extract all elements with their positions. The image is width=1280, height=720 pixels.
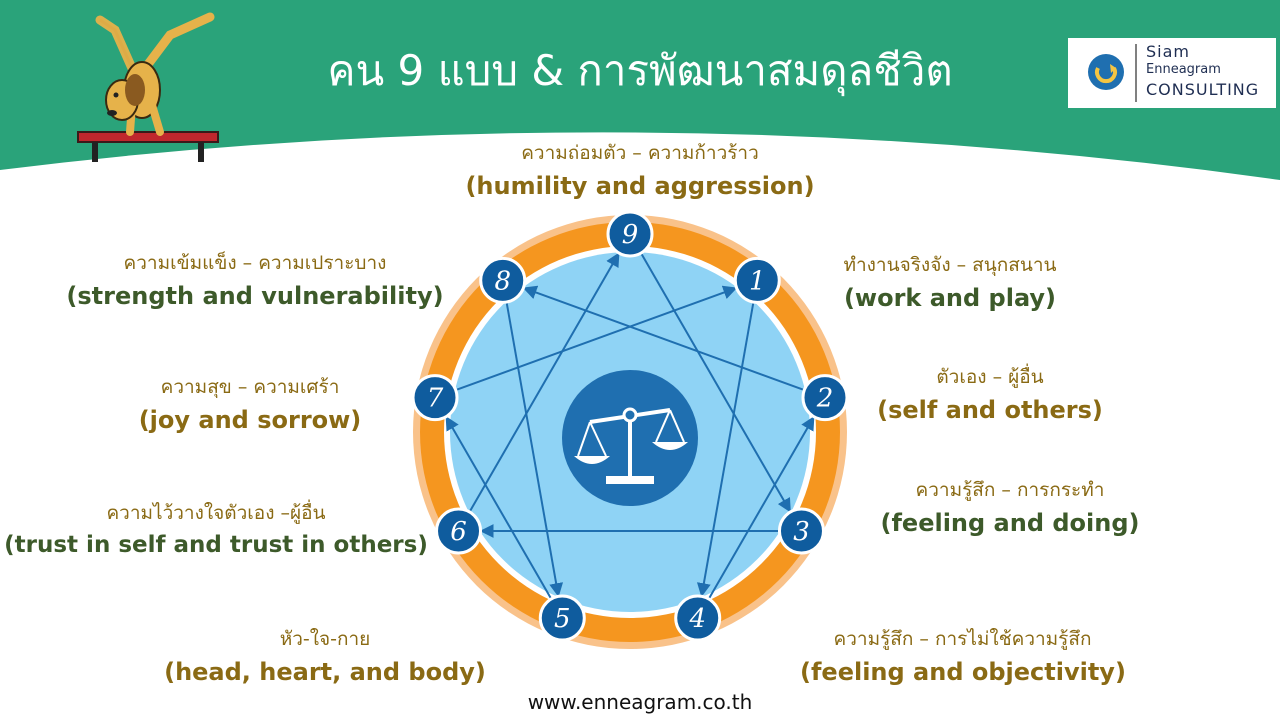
enneagram-node-number: 6 (450, 517, 467, 547)
enneagram-node-number: 7 (427, 384, 444, 414)
dog-balance-beam-illustration (77, 12, 219, 162)
header-band (0, 0, 1280, 180)
enneagram-node-2: 2 (801, 374, 849, 422)
edge-1-4 (696, 301, 755, 598)
pair-5-english: (head, heart, and body) (164, 658, 486, 686)
pair-3-label: ความรู้สึก – การกระทำ (feeling and doing… (870, 475, 1150, 537)
edge-2-8 (522, 285, 805, 392)
pair-2-english: (self and others) (877, 396, 1103, 424)
enneagram-node-6: 6 (435, 507, 483, 555)
balance-scale-icon (562, 370, 698, 506)
pair-1-label: ทำงานจริงจัง – สนุกสนาน (work and play) (800, 250, 1100, 312)
pair-4-english: (feeling and objectivity) (800, 658, 1126, 686)
pair-9-thai: ความถ่อมตัว – ความก้าวร้าว (521, 142, 759, 164)
pair-8-thai: ความเข้มแข็ง – ความเปราะบาง (123, 252, 387, 274)
edge-9-3 (640, 252, 791, 513)
enneagram-node-number: 5 (554, 604, 571, 634)
enneagram-node-number: 2 (816, 384, 834, 414)
edge-8-5 (505, 301, 564, 598)
logo-text-siam: Siam (1146, 42, 1190, 61)
edge-6-9 (468, 252, 620, 513)
pair-3-english: (feeling and doing) (880, 509, 1140, 537)
pair-8-label: ความเข้มแข็ง – ความเปราะบาง (strength an… (60, 248, 450, 310)
pair-6-thai: ความไว้วางใจตัวเอง –ผู้อื่น (106, 502, 326, 524)
siam-enneagram-logo: Siam Enneagram CONSULTING (1068, 38, 1276, 108)
enneagram-node-3: 3 (777, 507, 825, 555)
enneagram-nodes: 1 2 3 4 5 6 7 8 9 (411, 210, 849, 642)
page-title: คน 9 แบบ & การพัฒนาสมดุลชีวิต (327, 46, 953, 95)
enneagram-node-8: 8 (479, 256, 527, 304)
pair-5-label: หัว-ใจ-กาย (head, heart, and body) (160, 624, 490, 686)
pair-6-label: ความไว้วางใจตัวเอง –ผู้อื่น (trust in se… (0, 498, 432, 558)
enneagram-node-4: 4 (674, 594, 722, 642)
pair-8-english: (strength and vulnerability) (66, 282, 444, 310)
pair-3-thai: ความรู้สึก – การกระทำ (915, 479, 1105, 501)
enneagram-node-number: 9 (622, 220, 639, 250)
pair-5-thai: หัว-ใจ-กาย (279, 628, 371, 650)
enneagram-node-7: 7 (411, 374, 459, 422)
enneagram-node-1: 1 (733, 256, 781, 304)
enneagram-diagram: 1 2 3 4 5 6 7 8 9 (411, 210, 849, 649)
enneagram-node-number: 4 (688, 604, 706, 634)
pair-1-english: (work and play) (843, 284, 1057, 312)
edge-5-7 (445, 415, 553, 600)
enneagram-node-9: 9 (606, 210, 654, 258)
pair-7-label: ความสุข – ความเศร้า (joy and sorrow) (110, 372, 390, 434)
enneagram-node-5: 5 (538, 594, 586, 642)
pair-2-thai: ตัวเอง – ผู้อื่น (936, 366, 1044, 388)
pair-9-label: ความถ่อมตัว – ความก้าวร้าว (humility and… (440, 138, 840, 200)
enneagram-node-number: 3 (793, 517, 810, 547)
pair-7-thai: ความสุข – ความเศร้า (160, 376, 340, 398)
pair-4-label: ความรู้สึก – การไม่ใช้ความรู้สึก (feelin… (800, 624, 1126, 686)
edge-4-2 (707, 415, 815, 600)
website-url: www.enneagram.co.th (527, 690, 753, 714)
pair-1-thai: ทำงานจริงจัง – สนุกสนาน (843, 254, 1057, 276)
pair-4-thai: ความรู้สึก – การไม่ใช้ความรู้สึก (833, 628, 1092, 650)
pair-6-english: (trust in self and trust in others) (4, 532, 428, 558)
enneagram-node-number: 8 (494, 266, 511, 296)
logo-text-consulting: CONSULTING (1146, 80, 1260, 99)
pair-7-english: (joy and sorrow) (138, 406, 362, 434)
enneagram-lines (445, 252, 815, 600)
pair-2-label: ตัวเอง – ผู้อื่น (self and others) (860, 362, 1120, 424)
edge-7-1 (455, 285, 738, 392)
pair-9-english: (humility and aggression) (465, 172, 815, 200)
enneagram-node-number: 1 (749, 266, 766, 296)
logo-text-enneagram: Enneagram (1146, 62, 1221, 77)
